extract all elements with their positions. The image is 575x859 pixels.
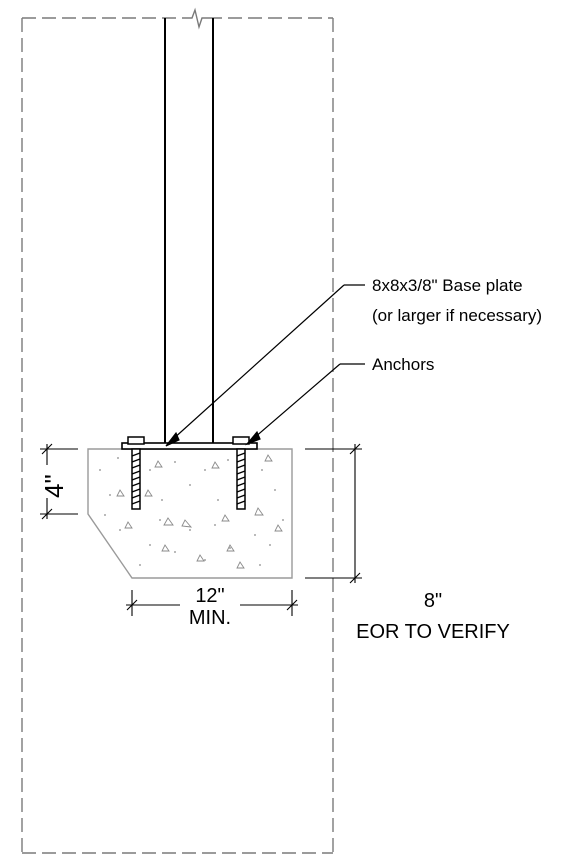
anchor-left bbox=[127, 436, 145, 510]
steel-post bbox=[164, 18, 214, 443]
eor-to-verify-label: EOR TO VERIFY bbox=[356, 621, 510, 643]
leader-base-plate bbox=[165, 284, 365, 447]
dimension-min-label: MIN. bbox=[189, 607, 231, 629]
base-plate bbox=[121, 442, 258, 450]
dimension-4-label: 4" bbox=[39, 474, 69, 498]
dimension-4-inch bbox=[40, 443, 78, 520]
concrete-stipple bbox=[99, 457, 284, 566]
base-plate-label-line1: 8x8x3/8" Base plate bbox=[372, 276, 523, 295]
dashed-outline bbox=[21, 17, 334, 854]
anchor-right bbox=[232, 436, 250, 510]
concrete-aggregate bbox=[116, 454, 283, 569]
concrete-footing bbox=[87, 448, 293, 579]
break-symbol bbox=[183, 7, 208, 30]
anchors-label: Anchors bbox=[372, 355, 434, 374]
base-plate-label-line2: (or larger if necessary) bbox=[372, 306, 542, 325]
dimension-8-inch bbox=[305, 443, 362, 584]
dimension-8-label: 8" bbox=[424, 590, 442, 612]
dimension-12-label: 12" bbox=[195, 585, 224, 607]
leader-anchors bbox=[245, 363, 365, 446]
dimension-12-inch bbox=[126, 590, 298, 616]
